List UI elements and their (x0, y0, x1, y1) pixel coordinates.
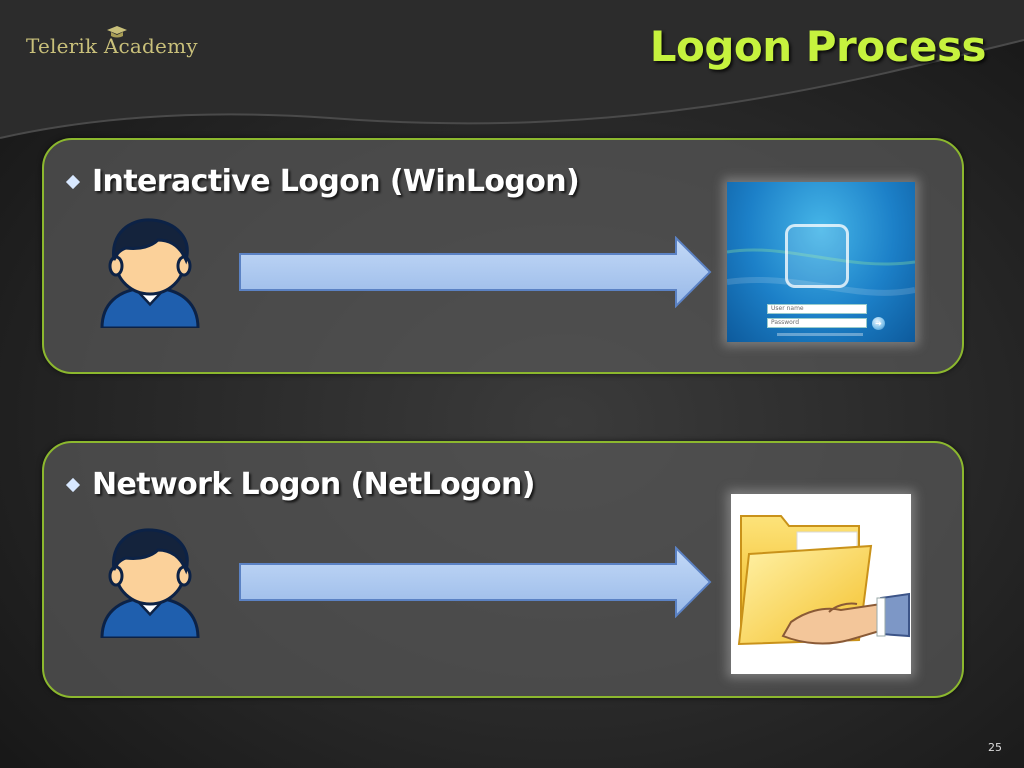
interactive-logon-bullet: Interactive Logon (WinLogon) (65, 164, 580, 199)
username-field[interactable]: User name (767, 304, 867, 314)
password-field[interactable]: Password (767, 318, 867, 328)
telerik-academy-logo: Telerik Academy (26, 26, 198, 58)
network-logon-bullet: Network Logon (NetLogon) (65, 467, 536, 502)
arrow-right-icon (239, 546, 712, 618)
slide-title: Logon Process (649, 22, 987, 71)
shared-folder-hand-icon (731, 494, 911, 674)
user-tile-frame (785, 224, 849, 288)
folder-in-hand-illustration (737, 515, 910, 646)
page-number: 25 (988, 741, 1002, 754)
interactive-logon-panel: Interactive Logon (WinLogon) User name P… (42, 138, 964, 374)
logo-text: Telerik Academy (26, 34, 198, 58)
windows-login-screen: User name Password ➜ (727, 182, 915, 342)
network-logon-label: Network Logon (NetLogon) (92, 467, 536, 502)
interactive-logon-label: Interactive Logon (WinLogon) (92, 164, 580, 199)
graduation-cap-icon (107, 26, 127, 38)
login-status-strip (777, 333, 863, 336)
user-icon (100, 528, 200, 638)
network-logon-panel: Network Logon (NetLogon) (42, 441, 964, 698)
background-swoosh (0, 0, 1024, 139)
login-arrow-button[interactable]: ➜ (872, 317, 885, 330)
user-icon (100, 218, 200, 328)
bullet-diamond-icon (65, 174, 81, 189)
arrow-right-icon (239, 236, 712, 308)
bullet-diamond-icon (65, 477, 81, 492)
